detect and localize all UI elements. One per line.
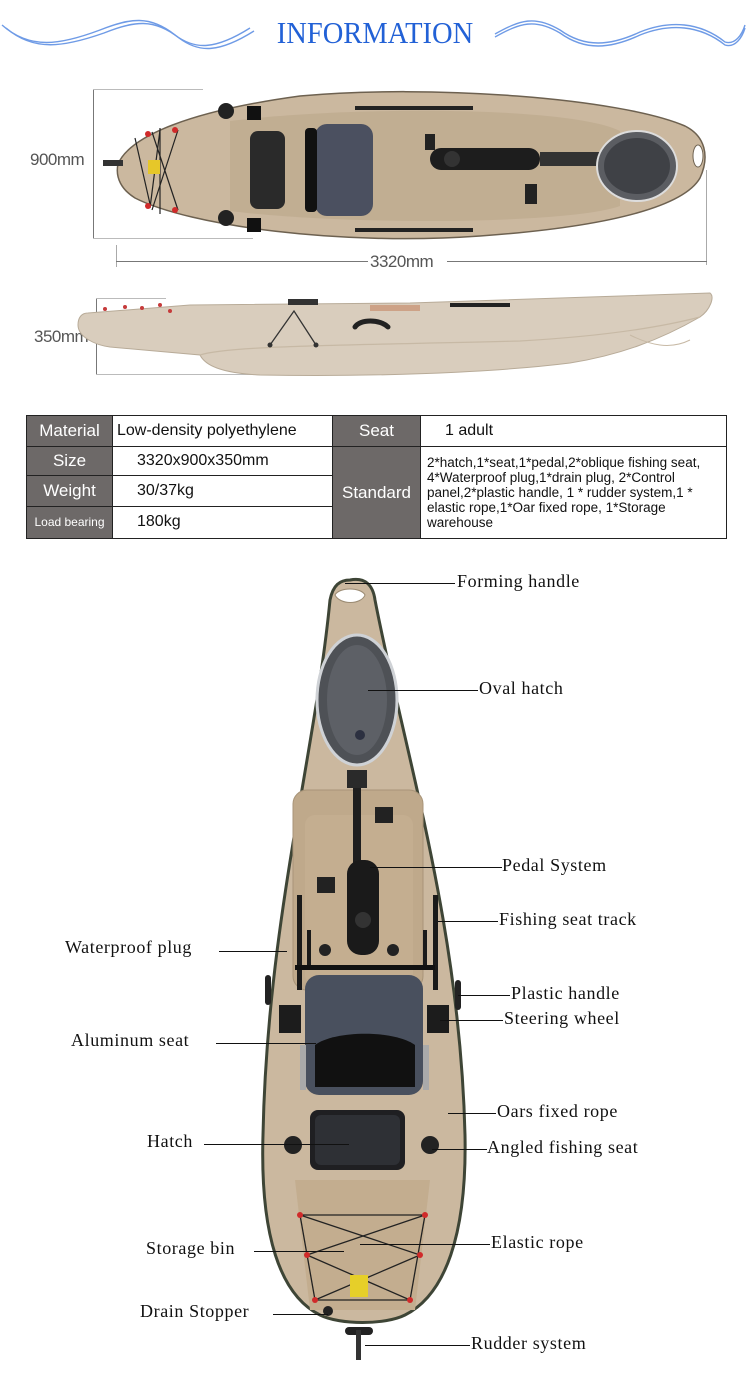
spec-value-seat: 1 adult [420,414,727,448]
width-dimension-label: 900mm [30,150,85,169]
page-title: INFORMATION [276,15,474,50]
width-dimension-top-tick [93,89,203,90]
length-dimension-line-left [116,261,368,262]
kayak-labeled-diagram-image [261,577,467,1360]
spec-key-size: Size [26,446,113,477]
leader-angled-fishing-seat [432,1149,487,1150]
leader-elastic-rope [360,1244,490,1245]
leader-plastic-handle [458,995,510,996]
callout-aluminum-seat: Aluminum seat [71,1030,190,1050]
leader-hatch [204,1144,349,1145]
spec-value-size: 3320x900x350mm [112,446,333,477]
width-dimension-bottom-tick [93,238,253,239]
spec-value-weight: 30/37kg [112,475,333,507]
callout-storage-bin: Storage bin [146,1238,236,1258]
callout-waterproof-plug: Waterproof plug [65,937,193,957]
leader-fishing-seat-track [438,921,498,922]
callout-oval-hatch: Oval hatch [479,678,564,698]
callout-oars-fixed-rope: Oars fixed rope [497,1101,618,1121]
kayak-top-view-image [103,90,706,240]
length-dimension-right-tick [706,170,707,265]
leader-forming-handle [345,583,455,584]
spec-key-standard: Standard [332,446,421,539]
callout-hatch: Hatch [147,1131,193,1151]
height-dimension-label: 350mm [34,327,89,346]
spec-row: Size 3320x900x350mm Standard 2*hatch,1*s… [26,446,727,539]
spec-key-weight: Weight [26,475,113,507]
leader-rudder-system [365,1345,470,1346]
leader-drain-stopper [273,1314,328,1315]
leader-steering-wheel [440,1020,503,1021]
callout-elastic-rope: Elastic rope [491,1232,584,1252]
kayak-side-view-image [77,292,713,376]
spec-table: Material Low-density polyethylene Seat 1… [26,414,727,540]
length-dimension-label: 3320mm [370,252,434,271]
height-dimension-bottom-tick [96,374,286,375]
spec-row: Load bearing 180kg [26,505,727,540]
leader-storage-bin [254,1251,344,1252]
spec-value-material: Low-density polyethylene [112,414,333,448]
spec-value-standard: 2*hatch,1*seat,1*pedal,2*oblique fishing… [420,446,727,539]
callout-steering-wheel: Steering wheel [504,1008,620,1028]
leader-oval-hatch [368,690,478,691]
spec-key-load-bearing: Load bearing [26,505,113,540]
spec-key-seat: Seat [332,414,421,448]
callout-drain-stopper: Drain Stopper [140,1301,250,1321]
callout-angled-fishing-seat: Angled fishing seat [487,1137,639,1157]
width-dimension-line [93,89,94,238]
callout-fishing-seat-track: Fishing seat track [499,909,637,929]
callout-plastic-handle: Plastic handle [511,983,620,1003]
spec-row: Material Low-density polyethylene Seat 1… [26,414,727,448]
leader-aluminum-seat [216,1043,316,1044]
spec-key-material: Material [26,414,113,448]
wave-decoration-icon [1,19,746,50]
section-header: INFORMATION [0,0,750,70]
length-dimension-line-right [447,261,707,262]
callout-forming-handle: Forming handle [457,571,580,591]
leader-pedal-system [370,867,502,868]
callout-pedal-system: Pedal System [502,855,607,875]
length-dimension-left-tick [116,245,117,267]
leader-oars-fixed-rope [448,1113,496,1114]
height-dimension-top-tick [96,298,166,299]
leader-waterproof-plug [219,951,287,952]
spec-row: Weight 30/37kg [26,475,727,507]
spec-value-load-bearing: 180kg [112,505,333,540]
callout-rudder-system: Rudder system [471,1333,587,1353]
